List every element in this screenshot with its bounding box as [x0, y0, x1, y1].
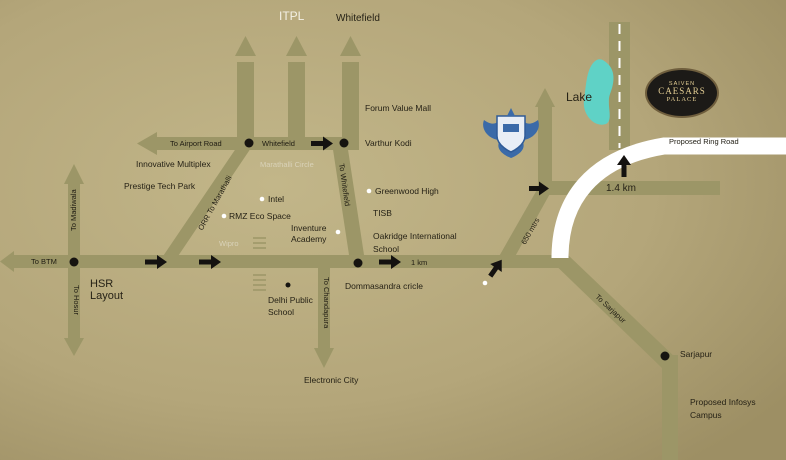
proposed-ring-road	[551, 137, 786, 259]
road-whitefield-vertical	[332, 143, 366, 268]
label-innovative-multiplex: Innovative Multiplex	[136, 159, 211, 169]
label-electronic-city: Electronic City	[304, 375, 359, 385]
road-airport-tip	[137, 132, 157, 155]
label-itpl: ITPL	[279, 9, 305, 23]
logo-line-2: CAESARS	[658, 86, 706, 96]
label-forum-value-mall: Forum Value Mall	[365, 103, 431, 113]
label-greenwood-high: Greenwood High	[375, 186, 439, 196]
road-infosys	[662, 355, 678, 460]
road-itpl-mid	[288, 62, 305, 137]
road-whitefield-top-tip	[340, 36, 361, 56]
label-whitefield-junction: Whitefield	[262, 139, 295, 148]
label-whitefield-top: Whitefield	[336, 13, 380, 24]
label-tisb: TISB	[373, 208, 392, 218]
label-oakridge-school: Oakridge International School	[373, 231, 457, 254]
road-lake-east	[609, 22, 630, 150]
label-varthur-kodi: Varthur Kodi	[365, 138, 412, 148]
road-lake-tip	[535, 88, 555, 107]
logo-line-3: PALACE	[666, 96, 698, 103]
road-itpl-mid-tip	[286, 36, 307, 56]
label-to-hosur: To Hosur	[72, 285, 81, 316]
label-to-airport-road: To Airport Road	[170, 139, 222, 148]
tick-marks	[253, 237, 266, 291]
caesars-palace-logo: SAIVEN CAESARS PALACE	[645, 68, 719, 118]
road-hosur-tip	[64, 338, 84, 356]
landmark-dots	[221, 188, 488, 286]
label-to-chandapura: To Chandapura	[322, 277, 331, 329]
road-btm-arrow-tip	[0, 251, 14, 272]
label-proposed-ring-road: Proposed Ring Road	[669, 137, 739, 146]
label-one-km: 1 km	[411, 258, 428, 267]
road-650-diagonal	[497, 188, 552, 262]
label-to-madiwala: To Madiwala	[69, 189, 78, 231]
lake-shape	[583, 59, 614, 125]
label-rmz-eco-space: RMZ Eco Space	[229, 211, 291, 221]
label-inventure-academy: Inventure Academy	[291, 223, 327, 244]
label-wipro: Wipro	[219, 239, 239, 248]
road-itpl-left-tip	[235, 36, 256, 56]
road-madiwala-tip	[64, 164, 84, 184]
label-dommasandra-circle: Dommasandra cricle	[345, 281, 423, 291]
logo-line-1: SAIVEN	[668, 81, 696, 87]
road-whitefield-top	[342, 62, 359, 150]
road-airport	[155, 137, 356, 150]
road-itpl-left	[237, 62, 254, 150]
road-chandapura	[318, 268, 330, 350]
label-to-btm: To BTM	[31, 257, 57, 266]
project-crest-icon	[483, 108, 539, 158]
label-sarjapur: Sarjapur	[680, 349, 713, 359]
label-marathalli-circle: Marathalli Circle	[260, 160, 314, 169]
label-intel: Intel	[268, 194, 285, 204]
junction-dots	[69, 138, 670, 361]
label-hsr-layout: HSR Layout	[90, 278, 124, 302]
label-proposed-infosys-campus: Proposed Infosys Campus	[690, 397, 756, 420]
label-1-4-km: 1.4 km	[606, 183, 637, 194]
road-orr-diagonal	[155, 138, 255, 268]
label-delhi-public-school: Delhi Public School	[268, 295, 313, 317]
label-prestige-tech-park: Prestige Tech Park	[124, 181, 196, 191]
road-btm-sarjapur	[12, 255, 560, 268]
label-lake: Lake	[566, 90, 593, 104]
road-lake-vertical	[538, 105, 552, 195]
road-chandapura-tip	[314, 348, 334, 368]
direction-arrows	[145, 136, 631, 278]
road-sarjapur-diagonal	[545, 255, 678, 368]
